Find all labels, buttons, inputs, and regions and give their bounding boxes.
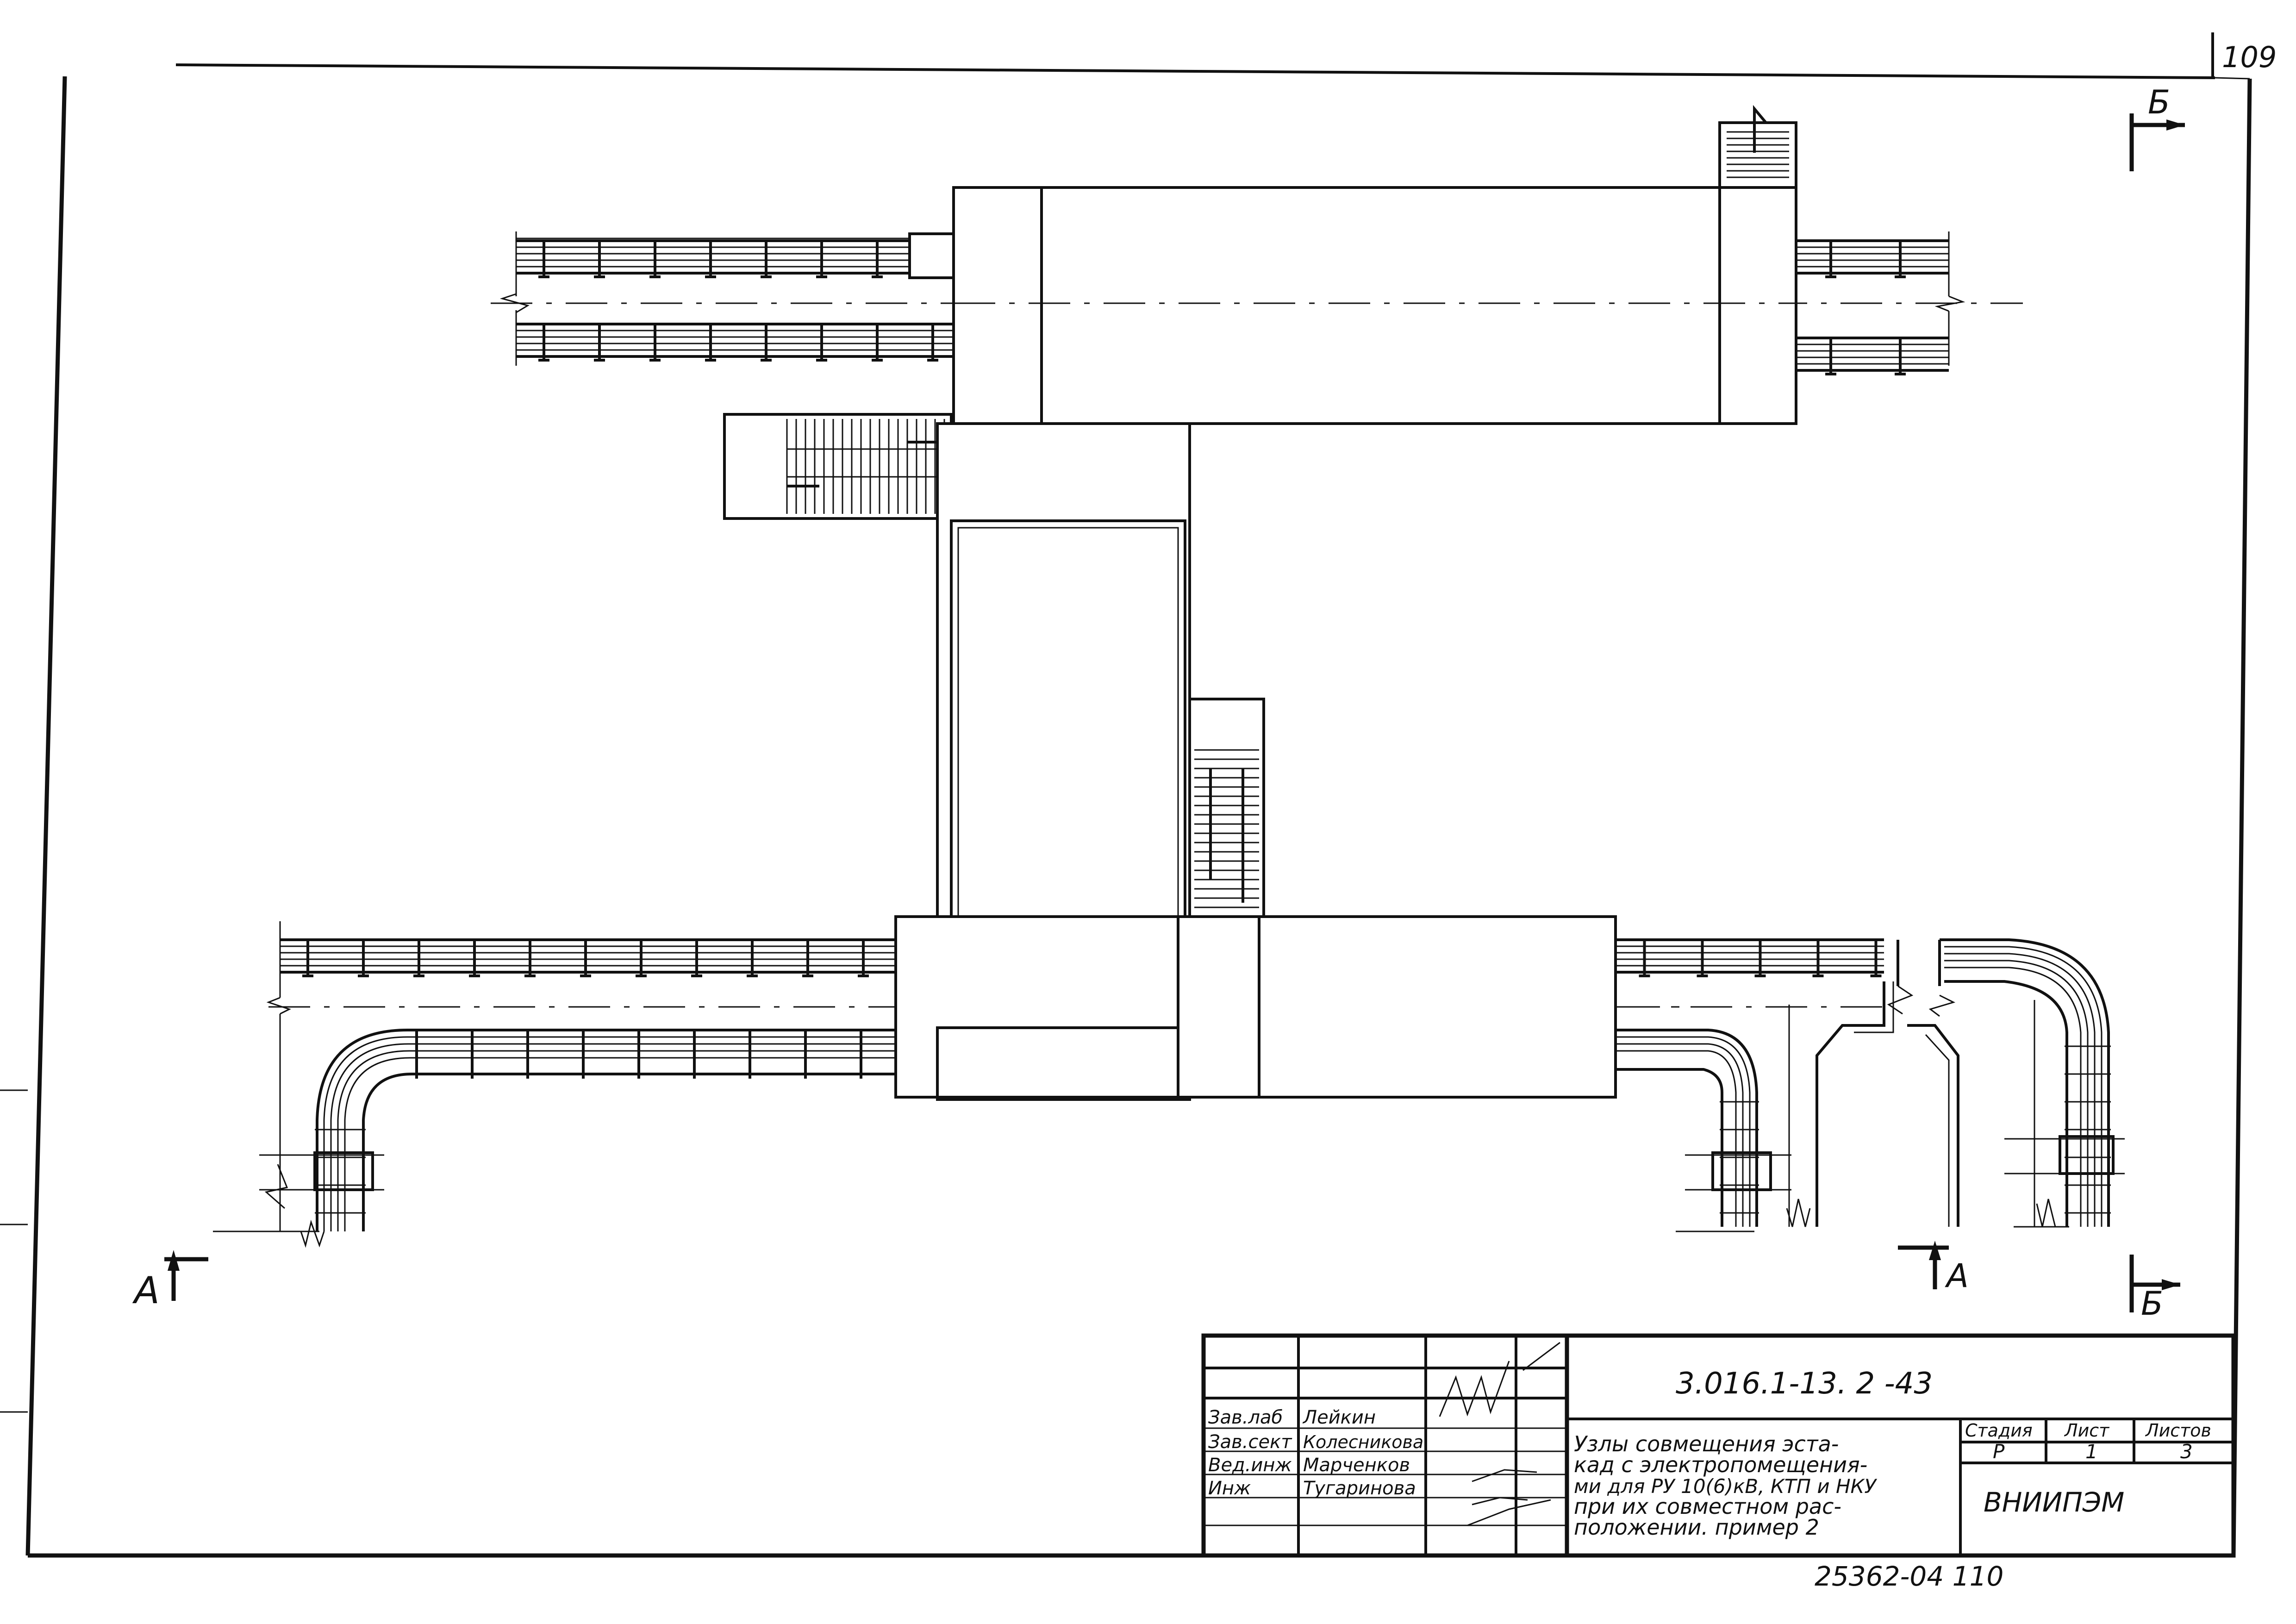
- staff-role-1: Зав.лаб: [1208, 1407, 1283, 1428]
- title-block-designation: 3.016.1-13. 2 -43: [1676, 1367, 1933, 1401]
- bottom-code: 25362-04 110: [1815, 1561, 2003, 1592]
- section-mark-b-top: Б: [2129, 83, 2185, 171]
- lower-right-rack: [1616, 938, 2125, 1232]
- stair-right-of-corridor: [1188, 698, 1265, 927]
- upper-stair-treads: [1727, 131, 1789, 178]
- staff-role-3: Вед.инж: [1208, 1455, 1292, 1476]
- section-label-a-left: А: [132, 1269, 160, 1312]
- mid-stair-right-treads: [1194, 749, 1259, 918]
- upper-cable-rack: [491, 231, 2023, 366]
- title-block-title-line-5: положении. пример 2: [1574, 1515, 1819, 1540]
- staff-role-4: Инж: [1208, 1478, 1251, 1499]
- staff-name-1: Лейкин: [1302, 1407, 1376, 1428]
- lower-left-tray-runs: [280, 938, 937, 977]
- upper-left-tray-runs: [516, 239, 954, 362]
- title-block-title-line-4: при их совместном рас-: [1574, 1494, 1841, 1519]
- section-label-b-top: Б: [2148, 83, 2170, 121]
- sheets-header: Листов: [2145, 1420, 2211, 1441]
- lower-right-tray-runs: [1616, 938, 1884, 977]
- staff-name-2: Колесникова: [1303, 1432, 1423, 1452]
- title-block: [1201, 1333, 2236, 1558]
- sheet-value: 1: [2085, 1440, 2098, 1463]
- staff-role-2: Зав.сект: [1208, 1431, 1292, 1453]
- stage-value: Р: [1993, 1440, 2005, 1463]
- section-label-a-right: А: [1945, 1257, 1969, 1295]
- sheets-value: 3: [2180, 1440, 2193, 1463]
- section-label-b-bottom: Б: [2141, 1285, 2163, 1323]
- staff-name-4: Тугаринова: [1303, 1478, 1416, 1499]
- organization-name: ВНИИПЭМ: [1984, 1487, 2124, 1518]
- title-block-title-line-3: ми для РУ 10(6)кВ, КТП и НКУ: [1574, 1475, 1877, 1498]
- stair-landing-upper: [723, 413, 1029, 520]
- lower-left-bend-cross-ties: [315, 1030, 862, 1214]
- lower-left-bend-tray: [213, 1029, 896, 1248]
- staff-name-3: Марченков: [1303, 1455, 1410, 1476]
- upper-electrical-room: [952, 105, 1797, 425]
- lower-electrical-room: [894, 915, 1617, 1099]
- upper-right-rack: [1796, 239, 1949, 375]
- title-block-title-line-2: кад с электропомещения-: [1574, 1452, 1867, 1477]
- stage-header: Стадия: [1965, 1420, 2033, 1441]
- section-mark-b-bottom: Б: [2129, 1255, 2180, 1323]
- sheet-header: Лист: [2064, 1420, 2110, 1441]
- mid-stair-left-treads: [786, 419, 945, 514]
- page-number: 109: [2222, 40, 2277, 74]
- right-bend-cross-ties: [1720, 1045, 2111, 1214]
- section-mark-a-left: А: [132, 1250, 208, 1312]
- section-mark-a-right: А: [1898, 1241, 1969, 1295]
- upper-right-tray-runs: [1796, 239, 1949, 375]
- sheet-frame: [0, 32, 2252, 1558]
- title-block-title-line-1: Узлы совмещения эста-: [1574, 1431, 1839, 1456]
